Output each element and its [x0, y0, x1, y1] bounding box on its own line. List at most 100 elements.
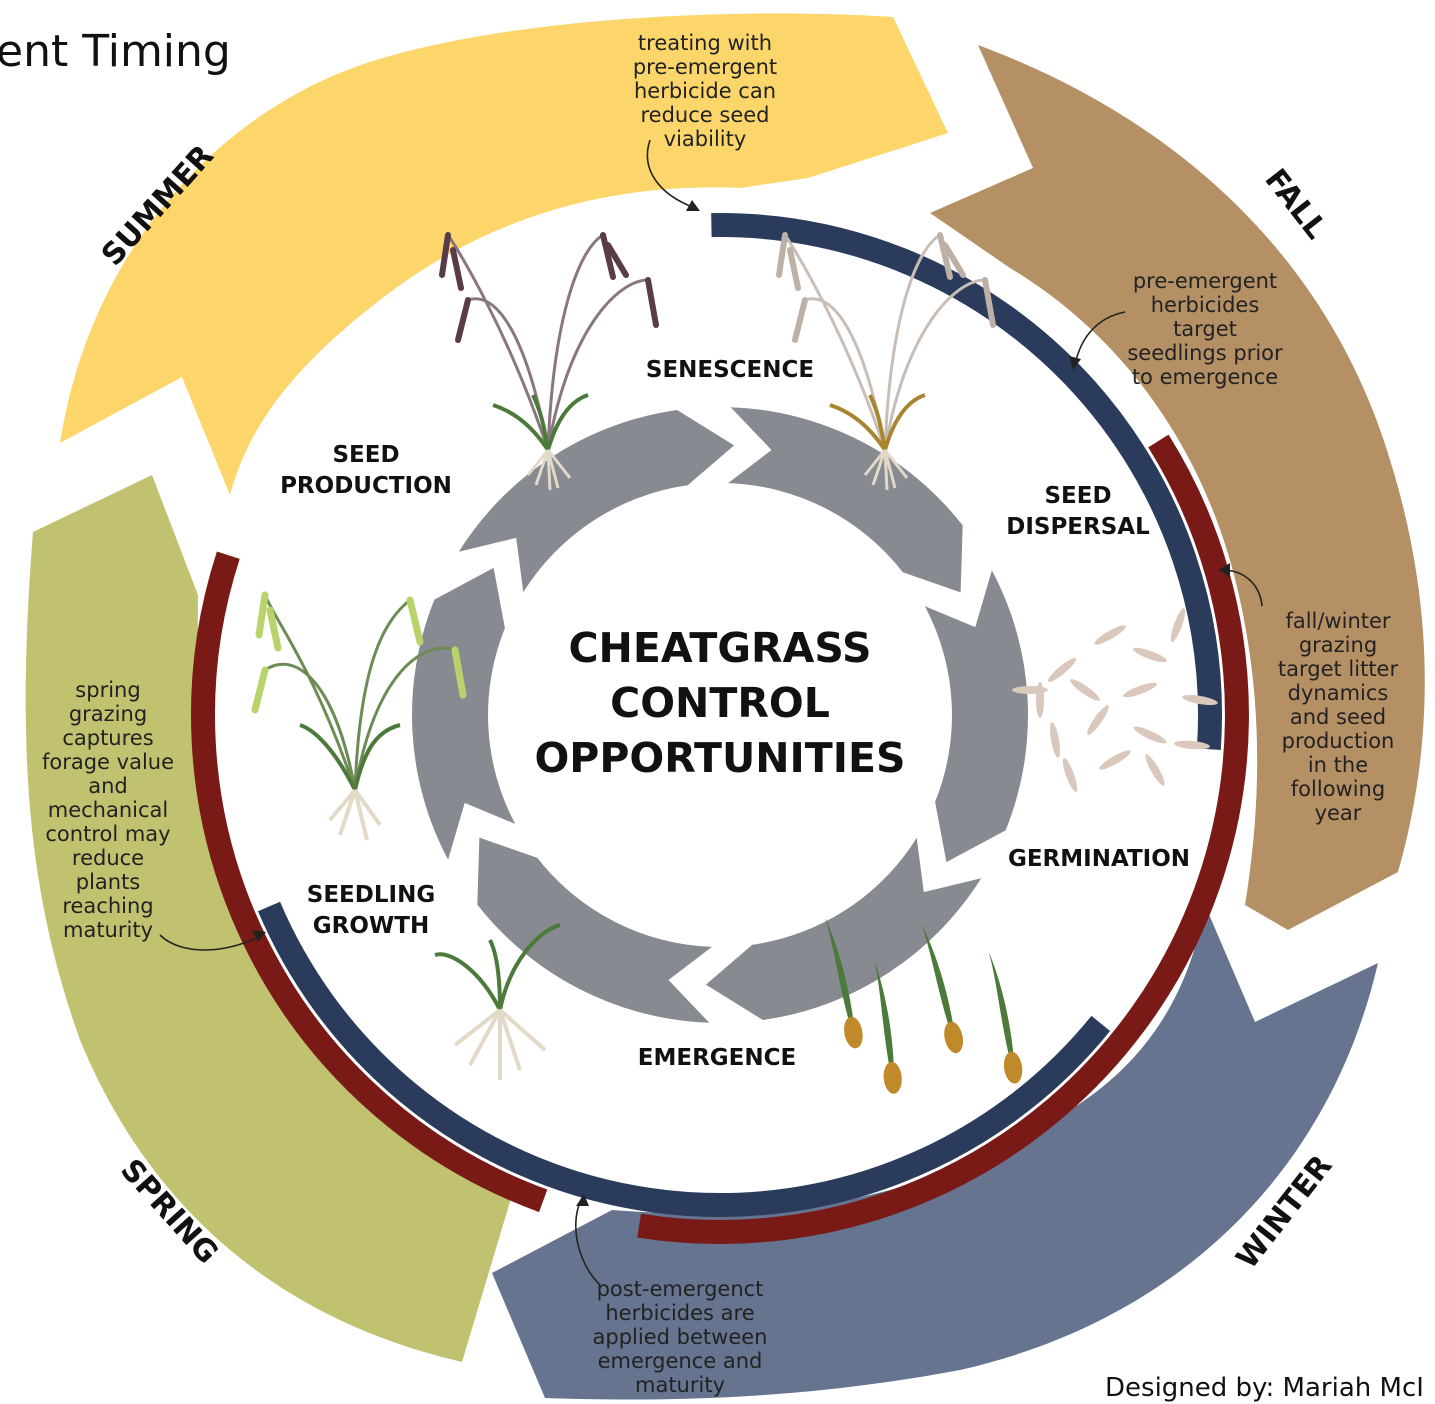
herbicide-timing-ring-post-emergent: [257, 901, 1111, 1217]
timing-rings: [191, 213, 1249, 1244]
stage-label-seed-production-1: SEED: [332, 442, 399, 468]
sprout-icon: [921, 923, 964, 1054]
ann-summer-line: herbicide can: [634, 79, 776, 103]
stage-label-seedling-growth-1: SEEDLING: [307, 882, 435, 908]
ann-fall-winter-line: production: [1282, 729, 1395, 753]
fall-arrowhead: [1069, 356, 1081, 370]
stage-labels: SENESCENCE SEED PRODUCTION SEED DISPERSA…: [280, 357, 1190, 1071]
lifecycle-arrow-2: [924, 570, 1029, 863]
lifecycle-arrow-3: [705, 837, 982, 1020]
ann-summer-line: reduce seed: [641, 103, 770, 127]
center-title: CHEATGRASS CONTROL OPPORTUNITIES: [534, 624, 905, 782]
winter-arrow: [492, 905, 1378, 1400]
ann-fall-line: pre-emergent: [1133, 269, 1277, 293]
center-title-line-3: OPPORTUNITIES: [534, 734, 905, 782]
ann-winter-line: maturity: [635, 1373, 725, 1397]
spring-arrowhead: [252, 930, 266, 942]
ann-spring-line: captures: [62, 726, 153, 750]
stage-label-seed-dispersal-2: DISPERSAL: [1006, 514, 1150, 540]
ann-spring-line: reaching: [62, 894, 153, 918]
senesced-light-plant-icon: [776, 232, 996, 491]
ann-winter-line: post-emergenct: [597, 1277, 764, 1301]
seed-icon: [1012, 686, 1048, 694]
spring-annotation-leader: [159, 934, 263, 951]
lifecycle-arrow-4: [477, 837, 712, 1023]
seed-icon: [1047, 658, 1077, 682]
ann-fall-line: herbicides: [1151, 293, 1260, 317]
ann-fall-line: to emergence: [1132, 365, 1278, 389]
lifecycle-arrow-1: [728, 407, 963, 593]
fall-arrow: [930, 45, 1425, 930]
season-label-fall: FALL: [1258, 162, 1334, 245]
summer-annotation-leader: [646, 139, 696, 209]
fall-winter-arrowhead: [1218, 563, 1230, 577]
lifecycle-arrows: [411, 407, 1029, 1023]
ann-fall-winter-line: year: [1315, 801, 1362, 825]
inner-disk: [222, 217, 1218, 1213]
ann-spring-line: and: [88, 774, 128, 798]
seed-icon: [1087, 705, 1109, 735]
center-title-line-1: CHEATGRASS: [568, 624, 871, 672]
ann-spring-line: plants: [76, 870, 141, 894]
ann-fall-winter-line: following: [1291, 777, 1385, 801]
ann-fall-winter-line: target litter: [1278, 657, 1399, 681]
summer-arrowhead: [686, 200, 700, 211]
grazing-timing-ring-fall-winter: [637, 434, 1249, 1244]
annotation-arrowheads: [252, 200, 1230, 1206]
ann-spring-line: control may: [45, 822, 170, 846]
ann-winter-line: herbicides are: [605, 1301, 754, 1325]
ann-spring-line: maturity: [63, 918, 153, 942]
winter-arrowhead: [576, 1194, 589, 1206]
seed-icon: [1094, 625, 1126, 645]
fall-annotation-leader: [1074, 311, 1126, 366]
ann-spring-line: forage value: [42, 750, 174, 774]
ann-fall-line: target: [1173, 317, 1237, 341]
stage-label-seed-production-2: PRODUCTION: [280, 473, 452, 499]
ann-fall-winter-line: dynamics: [1288, 681, 1389, 705]
stage-label-senescence: SENESCENCE: [646, 357, 814, 383]
germinating-sprouts: [824, 917, 1023, 1094]
ann-fall-winter-line: grazing: [1299, 633, 1377, 657]
seed-icon: [1099, 750, 1131, 770]
sprout-icon: [824, 917, 863, 1049]
seed-scatter: [1012, 608, 1218, 792]
ann-summer-line: viability: [664, 127, 747, 151]
seed-icon: [1133, 647, 1167, 663]
seedling-plant-icon: [434, 923, 561, 1080]
seed-icon: [1062, 758, 1078, 792]
stage-label-germination: GERMINATION: [1008, 846, 1190, 872]
ann-winter-line: applied between: [593, 1325, 768, 1349]
ann-fall-winter-line: fall/winter: [1285, 609, 1390, 633]
ann-fall-winter-line: and seed: [1290, 705, 1386, 729]
seed-icon: [1049, 722, 1061, 758]
season-bands: [25, 13, 1425, 1400]
ann-spring-line: grazing: [69, 702, 147, 726]
header-title: ent Timing: [0, 26, 231, 77]
ann-summer-line: treating with: [638, 31, 772, 55]
seed-icon: [1145, 754, 1165, 786]
ann-winter-line: emergence and: [598, 1349, 763, 1373]
seed-icon: [1174, 740, 1210, 750]
flowering-green-plant-icon: [251, 591, 467, 841]
ann-spring-line: spring: [75, 678, 140, 702]
designer-credit: Designed by: Mariah McI: [1105, 1373, 1424, 1403]
stage-label-emergence: EMERGENCE: [638, 1045, 796, 1071]
senesced-dark-plant-icon: [439, 232, 659, 491]
seed-icon: [1070, 679, 1100, 701]
lifecycle-arrow-5: [411, 567, 516, 860]
lifecycle-arrow-6: [458, 410, 735, 593]
ann-fall-line: seedlings prior: [1127, 341, 1283, 365]
ann-spring-line: mechanical: [48, 798, 169, 822]
spring-arrow: [25, 475, 515, 1362]
ann-summer-line: pre-emergent: [633, 55, 777, 79]
seed-icon: [1182, 694, 1218, 706]
grazing-timing-ring-spring: [191, 551, 548, 1213]
herbicide-timing-ring-pre-emergent: [711, 213, 1222, 751]
sprout-icon: [874, 960, 902, 1094]
seed-icon: [1123, 682, 1157, 698]
sprout-icon: [988, 951, 1023, 1084]
